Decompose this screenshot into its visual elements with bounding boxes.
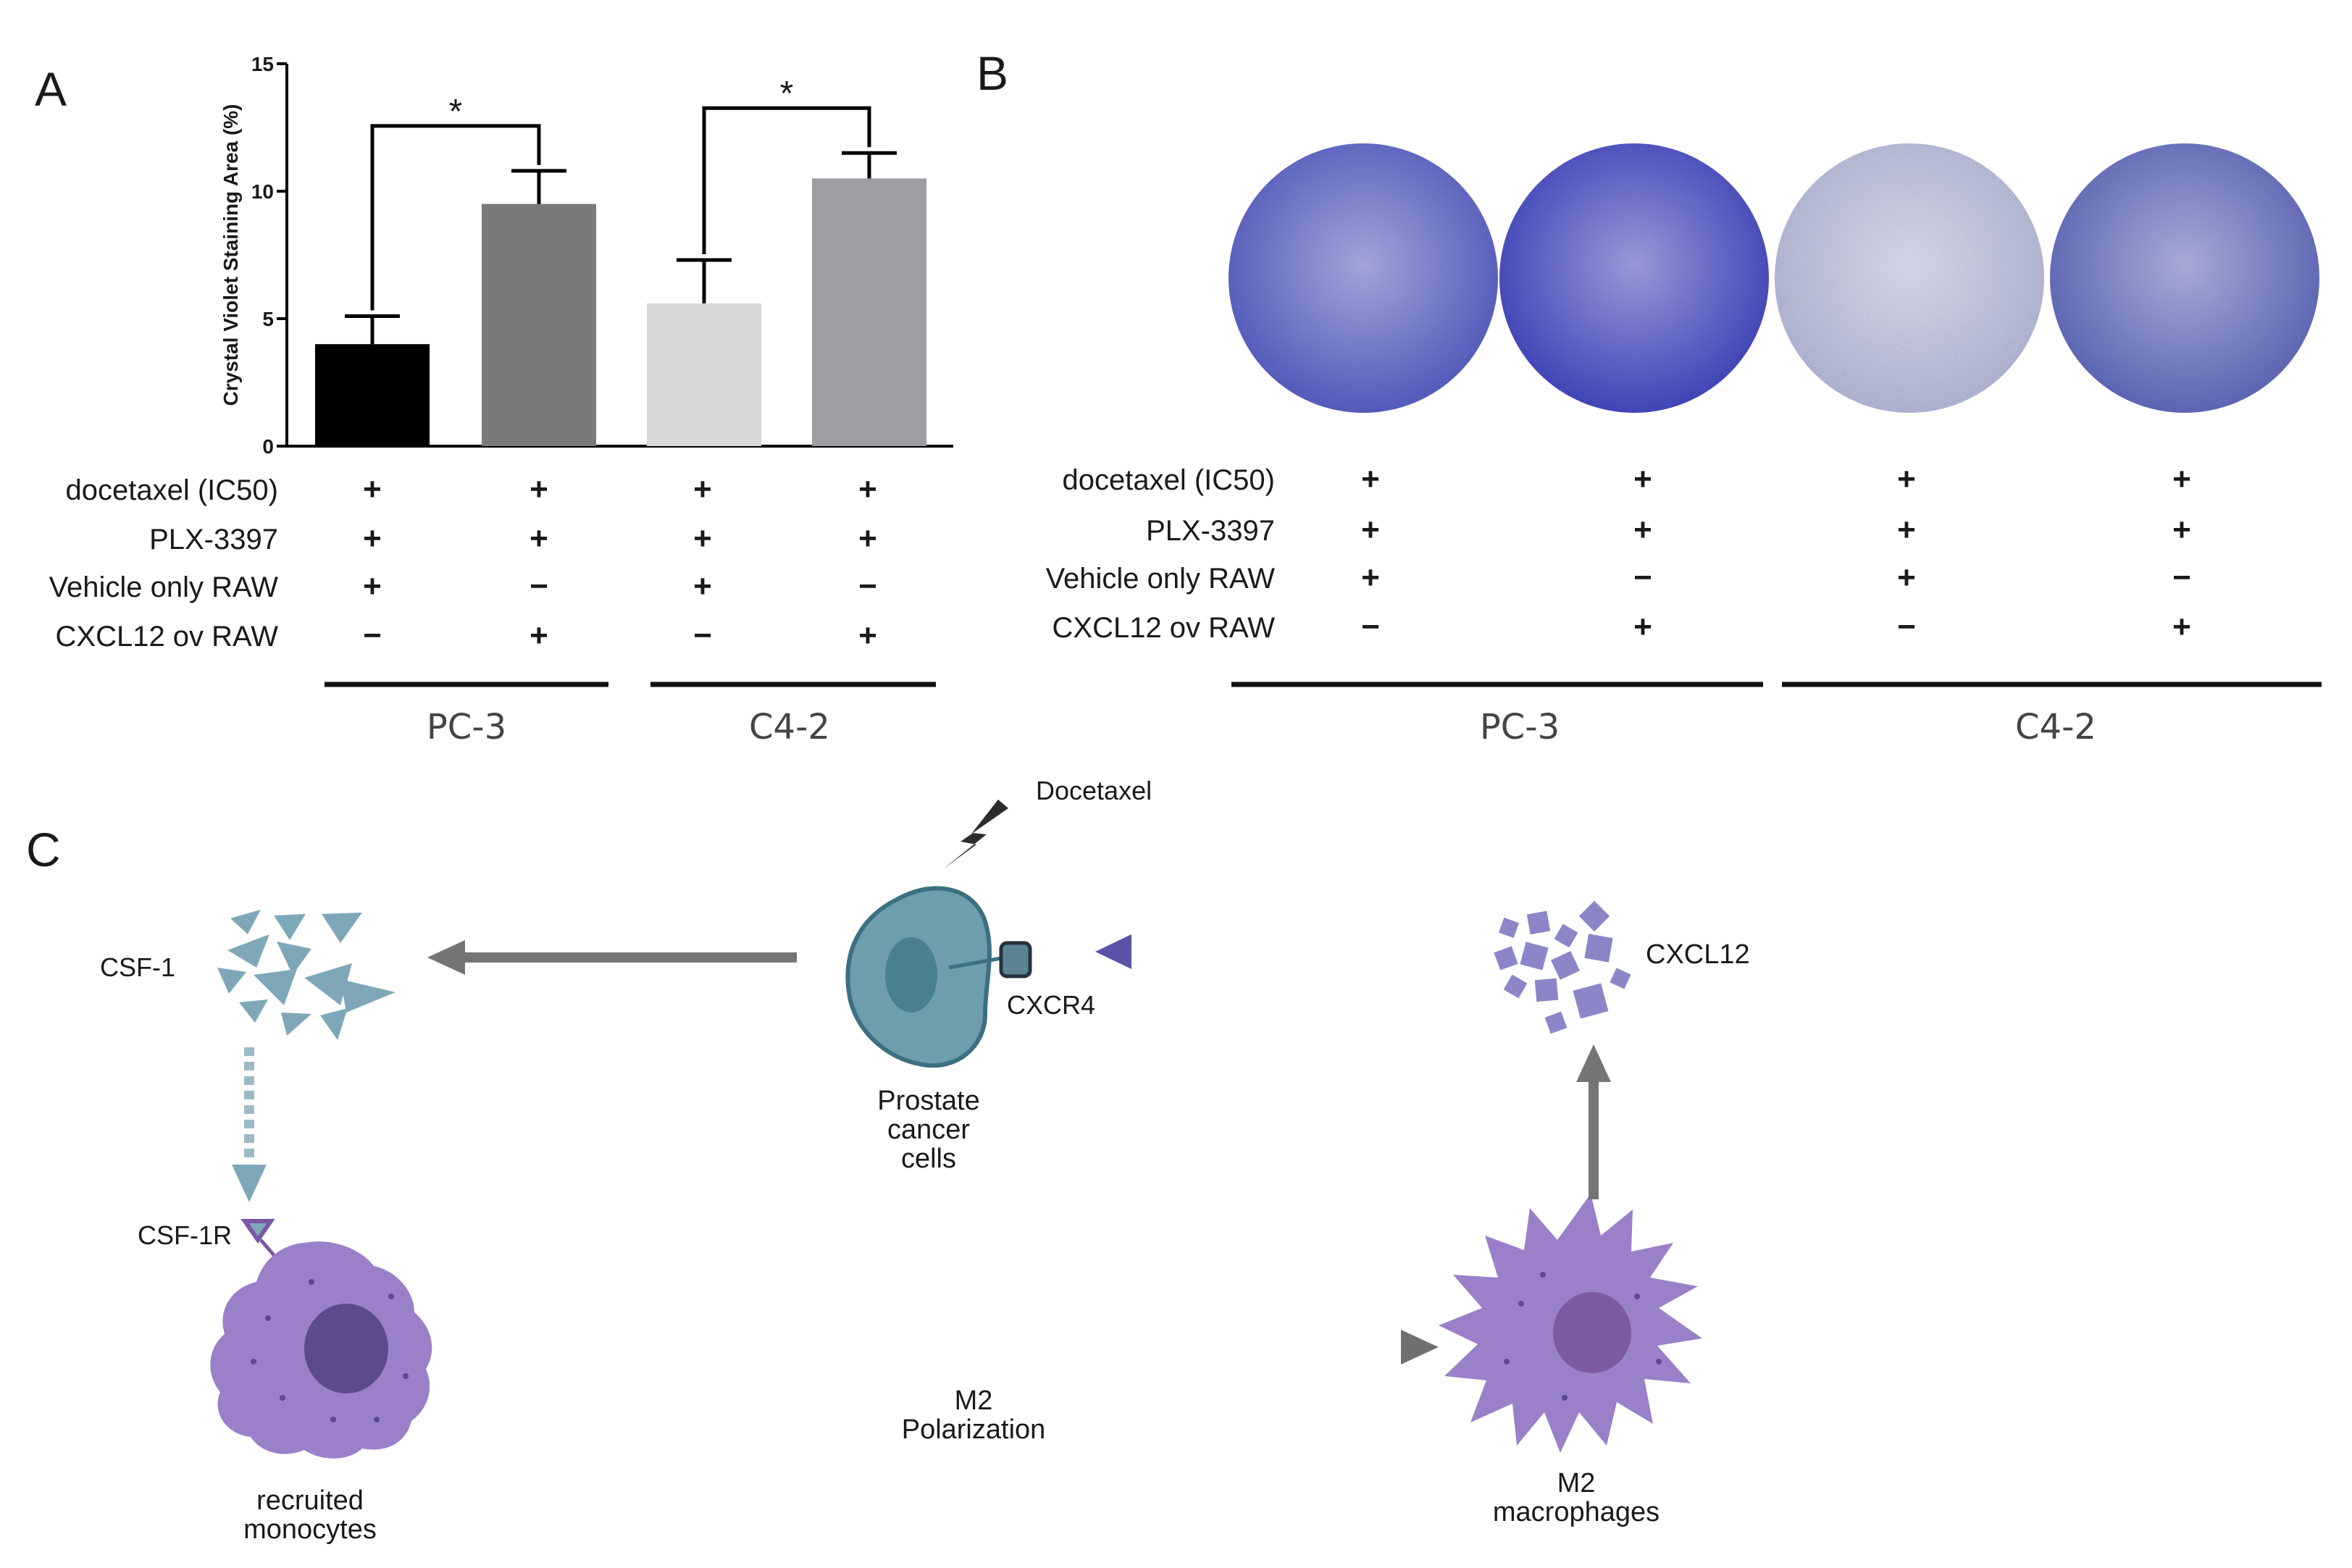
condition-symbol: + — [363, 521, 382, 556]
condition-symbol: + — [2172, 512, 2191, 548]
condition-symbol: + — [1633, 609, 1652, 645]
condition-symbol: + — [1633, 461, 1652, 497]
monocytes-label-line1: recruited — [256, 1485, 364, 1516]
condition-label: docetaxel (IC50) — [66, 474, 278, 506]
condition-label: CXCL12 ov RAW — [56, 621, 279, 653]
condition-symbol: − — [363, 618, 382, 653]
bar — [482, 204, 596, 446]
monocyte-cell-icon — [210, 1241, 432, 1459]
significance-bracket — [702, 106, 871, 255]
cxcl12-cluster-icon — [1494, 900, 1631, 1034]
condition-symbol: + — [693, 471, 712, 507]
panel-label-a: A — [35, 62, 67, 116]
arrowhead-cxcr4-icon — [1095, 934, 1131, 969]
arrowhead-csf1r-icon — [232, 1165, 267, 1202]
condition-symbol: + — [530, 471, 548, 507]
prostate-label-line1: Prostate — [877, 1086, 980, 1116]
well-highlight — [1499, 143, 1769, 413]
condition-label: PLX-3397 — [149, 524, 278, 555]
condition-label: CXCL12 ov RAW — [1052, 612, 1276, 644]
condition-symbol: + — [693, 521, 712, 556]
csf1r-label: CSF-1R — [138, 1220, 232, 1250]
well-highlight — [1229, 143, 1498, 413]
significance-bracket — [370, 124, 541, 311]
significance-star: * — [780, 75, 794, 113]
condition-symbol: − — [693, 618, 712, 653]
bar-chart: 0 5 10 15 * * — [251, 53, 953, 458]
cxcr4-label: CXCR4 — [1007, 990, 1095, 1020]
condition-symbol: + — [693, 569, 712, 604]
panel-label-b: B — [976, 46, 1008, 100]
lightning-bolt-icon — [943, 800, 1008, 869]
group-label-pc3-b: PC-3 — [1480, 707, 1560, 747]
prostate-cancer-cell-icon — [845, 886, 1006, 1068]
y-tick-label: 0 — [262, 435, 274, 458]
polarization-label-line1: M2 — [955, 1385, 993, 1416]
condition-symbol: − — [858, 569, 877, 604]
condition-symbol: − — [1361, 609, 1380, 645]
crystal-violet-wells — [1229, 143, 2319, 413]
y-tick-label: 5 — [262, 308, 274, 330]
condition-label: Vehicle only RAW — [1046, 563, 1276, 595]
group-label-pc3-a: PC-3 — [427, 707, 506, 747]
prostate-label-line2: cancer — [887, 1115, 970, 1145]
bar — [812, 178, 926, 446]
panel-label-c: C — [26, 823, 61, 876]
well-highlight — [1775, 143, 2044, 413]
condition-symbol: + — [1897, 512, 1916, 548]
y-axis-label: Crystal Violet Staining Area (%) — [219, 104, 242, 406]
cxcr4-receptor-icon — [999, 941, 1032, 978]
group-label-c42-b: C4-2 — [2015, 707, 2096, 747]
cxcl12-label: CXCL12 — [1646, 939, 1750, 970]
condition-symbol: − — [1897, 609, 1916, 645]
condition-symbol: + — [1361, 560, 1380, 595]
condition-symbol: + — [1897, 461, 1916, 497]
arrowhead-cxcl12-icon — [1576, 1044, 1611, 1082]
condition-label: Vehicle only RAW — [49, 571, 279, 603]
macrophages-label-line2: macrophages — [1493, 1497, 1660, 1527]
monocytes-label-line2: monocytes — [243, 1514, 377, 1545]
bar — [315, 344, 430, 446]
polarization-label-line2: Polarization — [902, 1414, 1046, 1445]
condition-symbol: + — [2172, 461, 2191, 497]
bar — [647, 303, 761, 446]
m2-macrophage-icon — [1439, 1194, 1702, 1453]
condition-symbol: + — [2172, 609, 2191, 645]
condition-symbol: + — [1633, 512, 1652, 548]
condition-table-b: docetaxel (IC50) + + + + PLX-3397 + + + + Vehicle … — [1046, 461, 2191, 645]
condition-table-a: docetaxel (IC50) + + + + PLX-3397 + + + + Vehicle … — [49, 471, 877, 653]
group-label-c42-a: C4-2 — [749, 707, 830, 747]
condition-symbol: + — [363, 471, 382, 507]
condition-symbol: + — [1361, 461, 1380, 497]
docetaxel-label: Docetaxel — [1036, 776, 1152, 805]
condition-symbol: − — [530, 569, 548, 604]
significance-star: * — [449, 93, 463, 131]
arrowhead-macrophage-icon — [1401, 1330, 1439, 1364]
condition-symbol: + — [858, 618, 877, 653]
y-tick-label: 10 — [251, 180, 274, 203]
condition-symbol: + — [1361, 512, 1380, 548]
condition-symbol: + — [530, 618, 548, 653]
condition-symbol: + — [858, 521, 877, 556]
condition-symbol: + — [363, 569, 382, 604]
condition-label: docetaxel (IC50) — [1063, 464, 1275, 496]
y-tick-label: 15 — [251, 53, 274, 75]
condition-symbol: + — [530, 521, 548, 556]
condition-symbol: + — [858, 471, 877, 507]
csf1-label: CSF-1 — [100, 952, 175, 982]
condition-label: PLX-3397 — [1146, 515, 1275, 547]
arrowhead-csf1-icon — [427, 940, 465, 975]
condition-symbol: − — [1633, 560, 1652, 595]
condition-symbol: − — [2172, 560, 2191, 595]
csf1-cluster-icon — [217, 910, 396, 1040]
well-highlight — [2050, 143, 2319, 413]
condition-symbol: + — [1897, 560, 1916, 595]
prostate-label-line3: cells — [901, 1144, 956, 1174]
macrophages-label-line1: M2 — [1557, 1468, 1596, 1498]
